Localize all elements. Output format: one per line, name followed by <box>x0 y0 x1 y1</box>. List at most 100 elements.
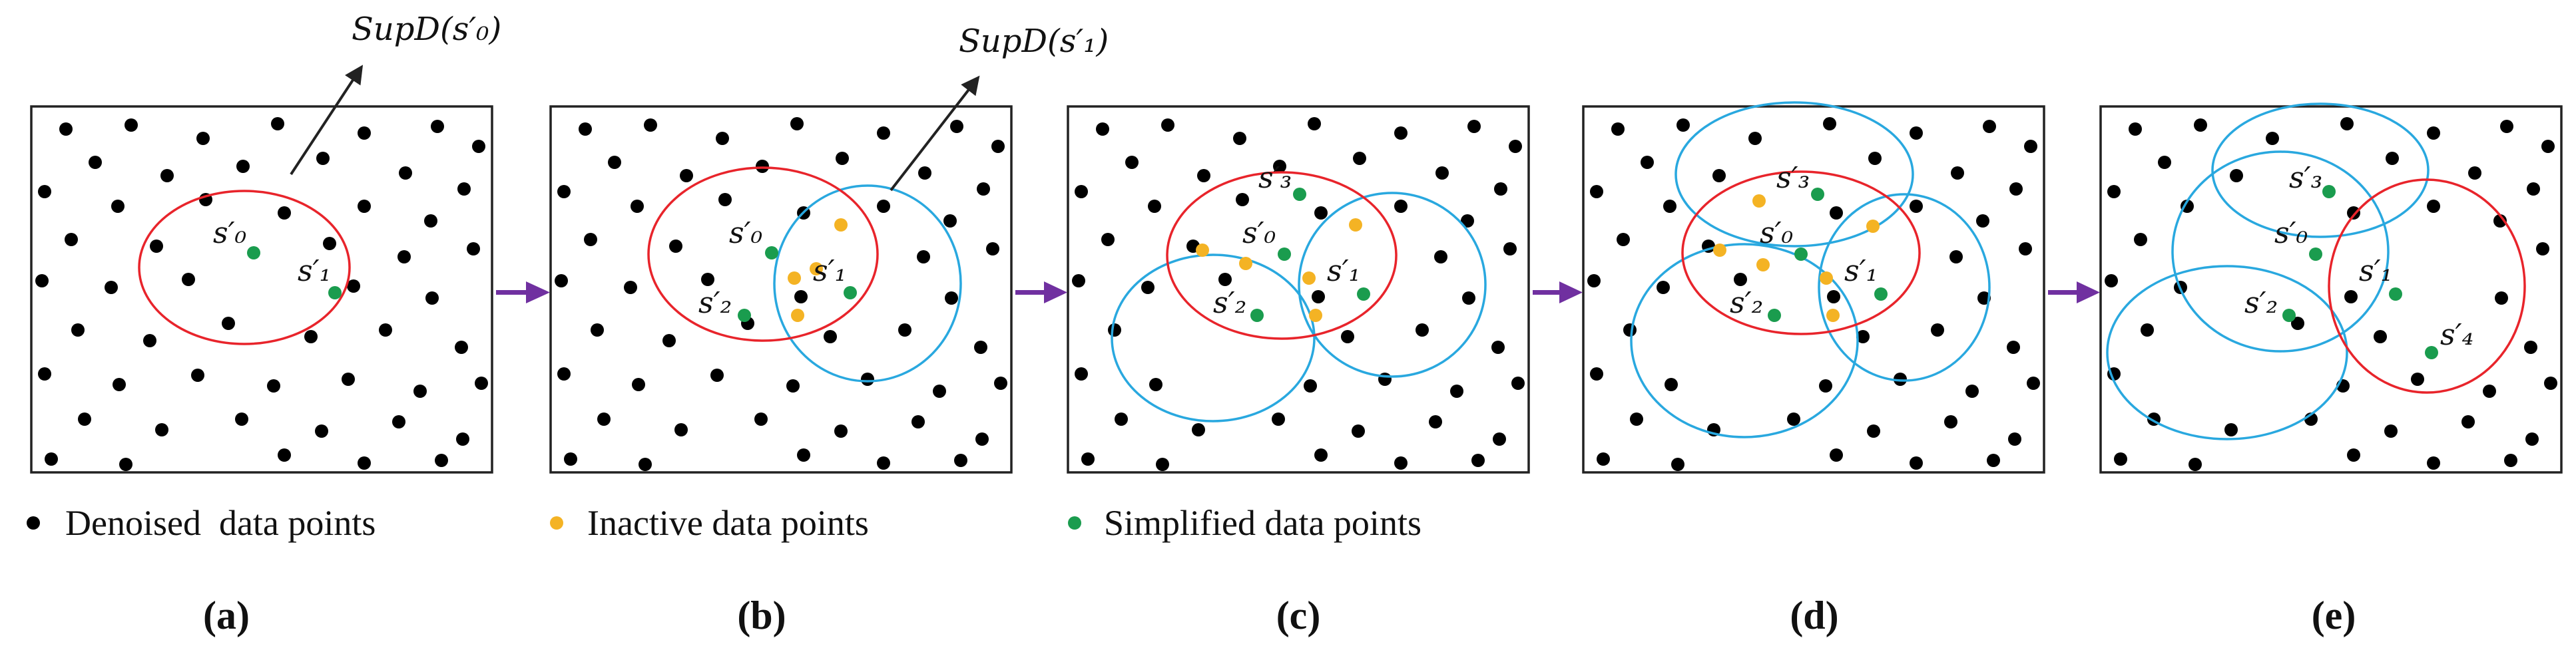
denoised-point <box>182 273 195 286</box>
denoised-point <box>1748 132 1762 145</box>
denoised-point <box>2027 377 2040 390</box>
support-circle-processed <box>1298 192 1487 378</box>
denoised-point <box>1987 454 2000 467</box>
denoised-point <box>2266 132 2279 145</box>
denoised-point <box>718 193 732 206</box>
denoised-point <box>1192 423 1205 436</box>
simplified-point-s3 <box>1811 188 1824 201</box>
denoised-point <box>1353 152 1366 165</box>
denoised-point <box>1951 166 1964 180</box>
denoised-point <box>1823 117 1836 130</box>
denoised-point <box>1931 323 1944 337</box>
denoised-point <box>1830 206 1843 220</box>
label-s1: s′₁ <box>1327 254 1360 288</box>
denoised-point <box>271 117 284 130</box>
denoised-point <box>1663 200 1676 213</box>
denoised-point <box>2129 122 2142 136</box>
denoised-point <box>1868 152 1882 165</box>
simplified-point-s2 <box>1768 309 1781 322</box>
denoised-point <box>1141 281 1155 294</box>
denoised-point <box>834 424 848 438</box>
supd-label-s1: SupD(s′₁) <box>959 23 1109 60</box>
denoised-point <box>2224 423 2238 436</box>
denoised-point <box>1450 385 1463 398</box>
denoised-point <box>1149 378 1162 391</box>
legend-denoised-label: Denoised data points <box>65 503 376 543</box>
panel-e-frame <box>2099 105 2563 474</box>
denoised-point <box>2007 341 2020 354</box>
label-s2: s′₂ <box>698 286 732 320</box>
denoised-point <box>756 160 769 173</box>
label-s2: s′₂ <box>1213 286 1246 320</box>
legend-inactive-label: Inactive data points <box>587 503 869 543</box>
denoised-point <box>2527 182 2540 196</box>
inactive-points <box>788 194 1880 322</box>
denoised-point <box>1461 214 1474 228</box>
inactive-point <box>1820 271 1833 285</box>
simplified-point-s4 <box>2425 346 2438 359</box>
denoised-point <box>78 412 91 426</box>
denoised-point <box>716 132 729 145</box>
panel-c-frame <box>1067 105 1530 474</box>
denoised-point <box>1665 378 1678 391</box>
denoised-point <box>861 373 874 386</box>
denoised-point <box>1394 200 1408 213</box>
inactive-point <box>810 262 823 275</box>
legend: Denoised data points Inactive data point… <box>27 503 1421 543</box>
transition-arrows <box>496 281 2100 303</box>
legend-inactive-marker <box>550 516 563 530</box>
denoised-point <box>1611 122 1625 136</box>
support-circle-processed <box>2106 265 2348 440</box>
denoised-point <box>1273 160 1286 173</box>
denoised-point <box>431 120 444 133</box>
denoised-point <box>1597 452 1610 466</box>
denoised-point <box>467 242 480 255</box>
denoised-point <box>1617 233 1630 246</box>
denoised-point <box>2536 242 2549 255</box>
denoised-point <box>358 126 371 140</box>
denoised-point <box>555 274 568 287</box>
label-s3: s′₃ <box>2289 161 2322 195</box>
denoised-point <box>2344 290 2358 303</box>
denoised-point <box>475 377 488 390</box>
panel-a-frame <box>30 105 493 474</box>
denoised-point <box>358 456 371 470</box>
inactive-point <box>1309 309 1322 322</box>
denoised-point <box>2468 166 2481 180</box>
denoised-point <box>379 323 392 337</box>
inactive-point <box>1302 271 1316 285</box>
denoised-point <box>2019 242 2032 255</box>
support-circle-active <box>647 166 879 342</box>
simplified-points <box>247 185 2438 359</box>
denoised-point <box>945 291 958 305</box>
panel-labels: (a) (b) (c) (d) (e) <box>203 593 2356 637</box>
denoised-point <box>631 200 644 213</box>
denoised-point <box>316 152 330 165</box>
denoised-point <box>278 448 291 462</box>
denoised-point <box>143 334 156 347</box>
denoised-point <box>669 240 682 253</box>
transition-arrow <box>2048 281 2100 303</box>
label-s3: s′₃ <box>1258 161 1292 195</box>
denoised-point <box>564 452 577 466</box>
denoised-point <box>1197 169 1210 182</box>
support-circle-processed <box>1674 101 1914 248</box>
denoised-point <box>456 432 469 446</box>
denoised-point <box>222 317 235 330</box>
support-circle-active <box>1166 171 1398 340</box>
denoised-point <box>877 126 890 140</box>
denoised-point <box>754 412 768 426</box>
inactive-point <box>1196 244 1209 257</box>
denoised-point <box>1712 169 1726 182</box>
simplified-point-s3 <box>2322 185 2336 198</box>
denoised-point <box>2158 156 2171 169</box>
denoised-point <box>918 166 931 180</box>
denoised-point <box>898 323 911 337</box>
denoised-point <box>2504 454 2517 467</box>
denoised-point <box>89 156 102 169</box>
support-circle-processed <box>2171 150 2390 353</box>
denoised-point <box>1944 415 1957 428</box>
transition-arrow <box>1533 281 1583 303</box>
inactive-point <box>1713 244 1726 257</box>
denoised-point <box>2105 274 2118 287</box>
